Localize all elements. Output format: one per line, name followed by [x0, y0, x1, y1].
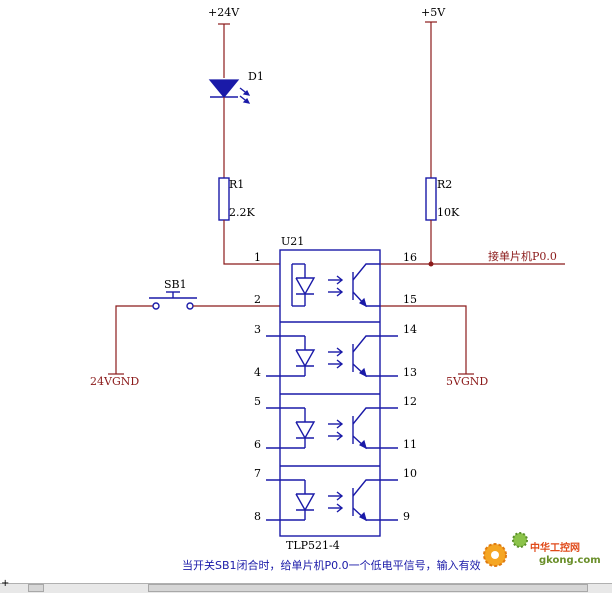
pin-13: 13	[403, 366, 417, 379]
watermark: 中华工控网 gkong.com	[483, 532, 601, 567]
u21-part: TLP521-4	[286, 539, 340, 552]
pin-8: 8	[254, 510, 261, 523]
supply-24v-label: +24V	[208, 6, 240, 19]
r1-ref: R1	[229, 178, 244, 191]
pin-5: 5	[254, 395, 261, 408]
resistor-r2: R2 10K	[425, 177, 460, 221]
ground-24v: 24VGND	[90, 373, 139, 388]
pin-1: 1	[254, 251, 261, 264]
supply-24v: +24V	[208, 6, 240, 78]
watermark-url: gkong.com	[539, 555, 601, 566]
status-bar-left-mark: +	[1, 578, 10, 589]
pin-10: 10	[403, 467, 417, 480]
opto-channel-1	[291, 263, 380, 308]
pin-4: 4	[254, 366, 261, 379]
d1-label: D1	[248, 70, 264, 83]
pin-16: 16	[403, 251, 417, 264]
r2-ref: R2	[437, 178, 452, 191]
u21-ref: U21	[281, 235, 304, 248]
resistor-r1: R1 2.2K	[218, 177, 255, 221]
pin-14: 14	[403, 323, 417, 336]
ground-24v-label: 24VGND	[90, 375, 139, 388]
ground-5v: 5VGND	[380, 305, 488, 388]
supply-5v: +5V	[421, 6, 446, 178]
caption-text: 当开关SB1闭合时，给单片机P0.0一个低电平信号，输入有效	[182, 558, 481, 572]
pin-9: 9	[403, 510, 410, 523]
status-cell-2[interactable]	[148, 584, 588, 592]
pin-6: 6	[254, 438, 261, 451]
junction-dot	[428, 261, 434, 267]
led-d1: D1	[208, 70, 264, 104]
optocoupler-u21: U21 TLP521-4	[254, 235, 417, 552]
pin-7: 7	[254, 467, 261, 480]
pin-11: 11	[403, 438, 417, 451]
pin-2: 2	[254, 293, 261, 306]
pin-12: 12	[403, 395, 417, 408]
r2-value: 10K	[437, 206, 460, 219]
gear-icon-small	[512, 532, 528, 548]
opto-channel-4	[266, 479, 398, 522]
watermark-cn: 中华工控网	[530, 541, 580, 554]
supply-5v-label: +5V	[421, 6, 446, 19]
status-cell-1	[28, 584, 44, 592]
pin-3: 3	[254, 323, 261, 336]
pin-15: 15	[403, 293, 417, 306]
r1-value: 2.2K	[229, 206, 255, 219]
ground-5v-label: 5VGND	[446, 375, 488, 388]
opto-channel-3	[266, 407, 398, 450]
opto-channel-2	[266, 335, 398, 378]
switch-sb1: SB1	[115, 278, 280, 374]
net-label-p00: 接单片机P0.0	[488, 249, 557, 263]
sb1-label: SB1	[164, 278, 187, 291]
